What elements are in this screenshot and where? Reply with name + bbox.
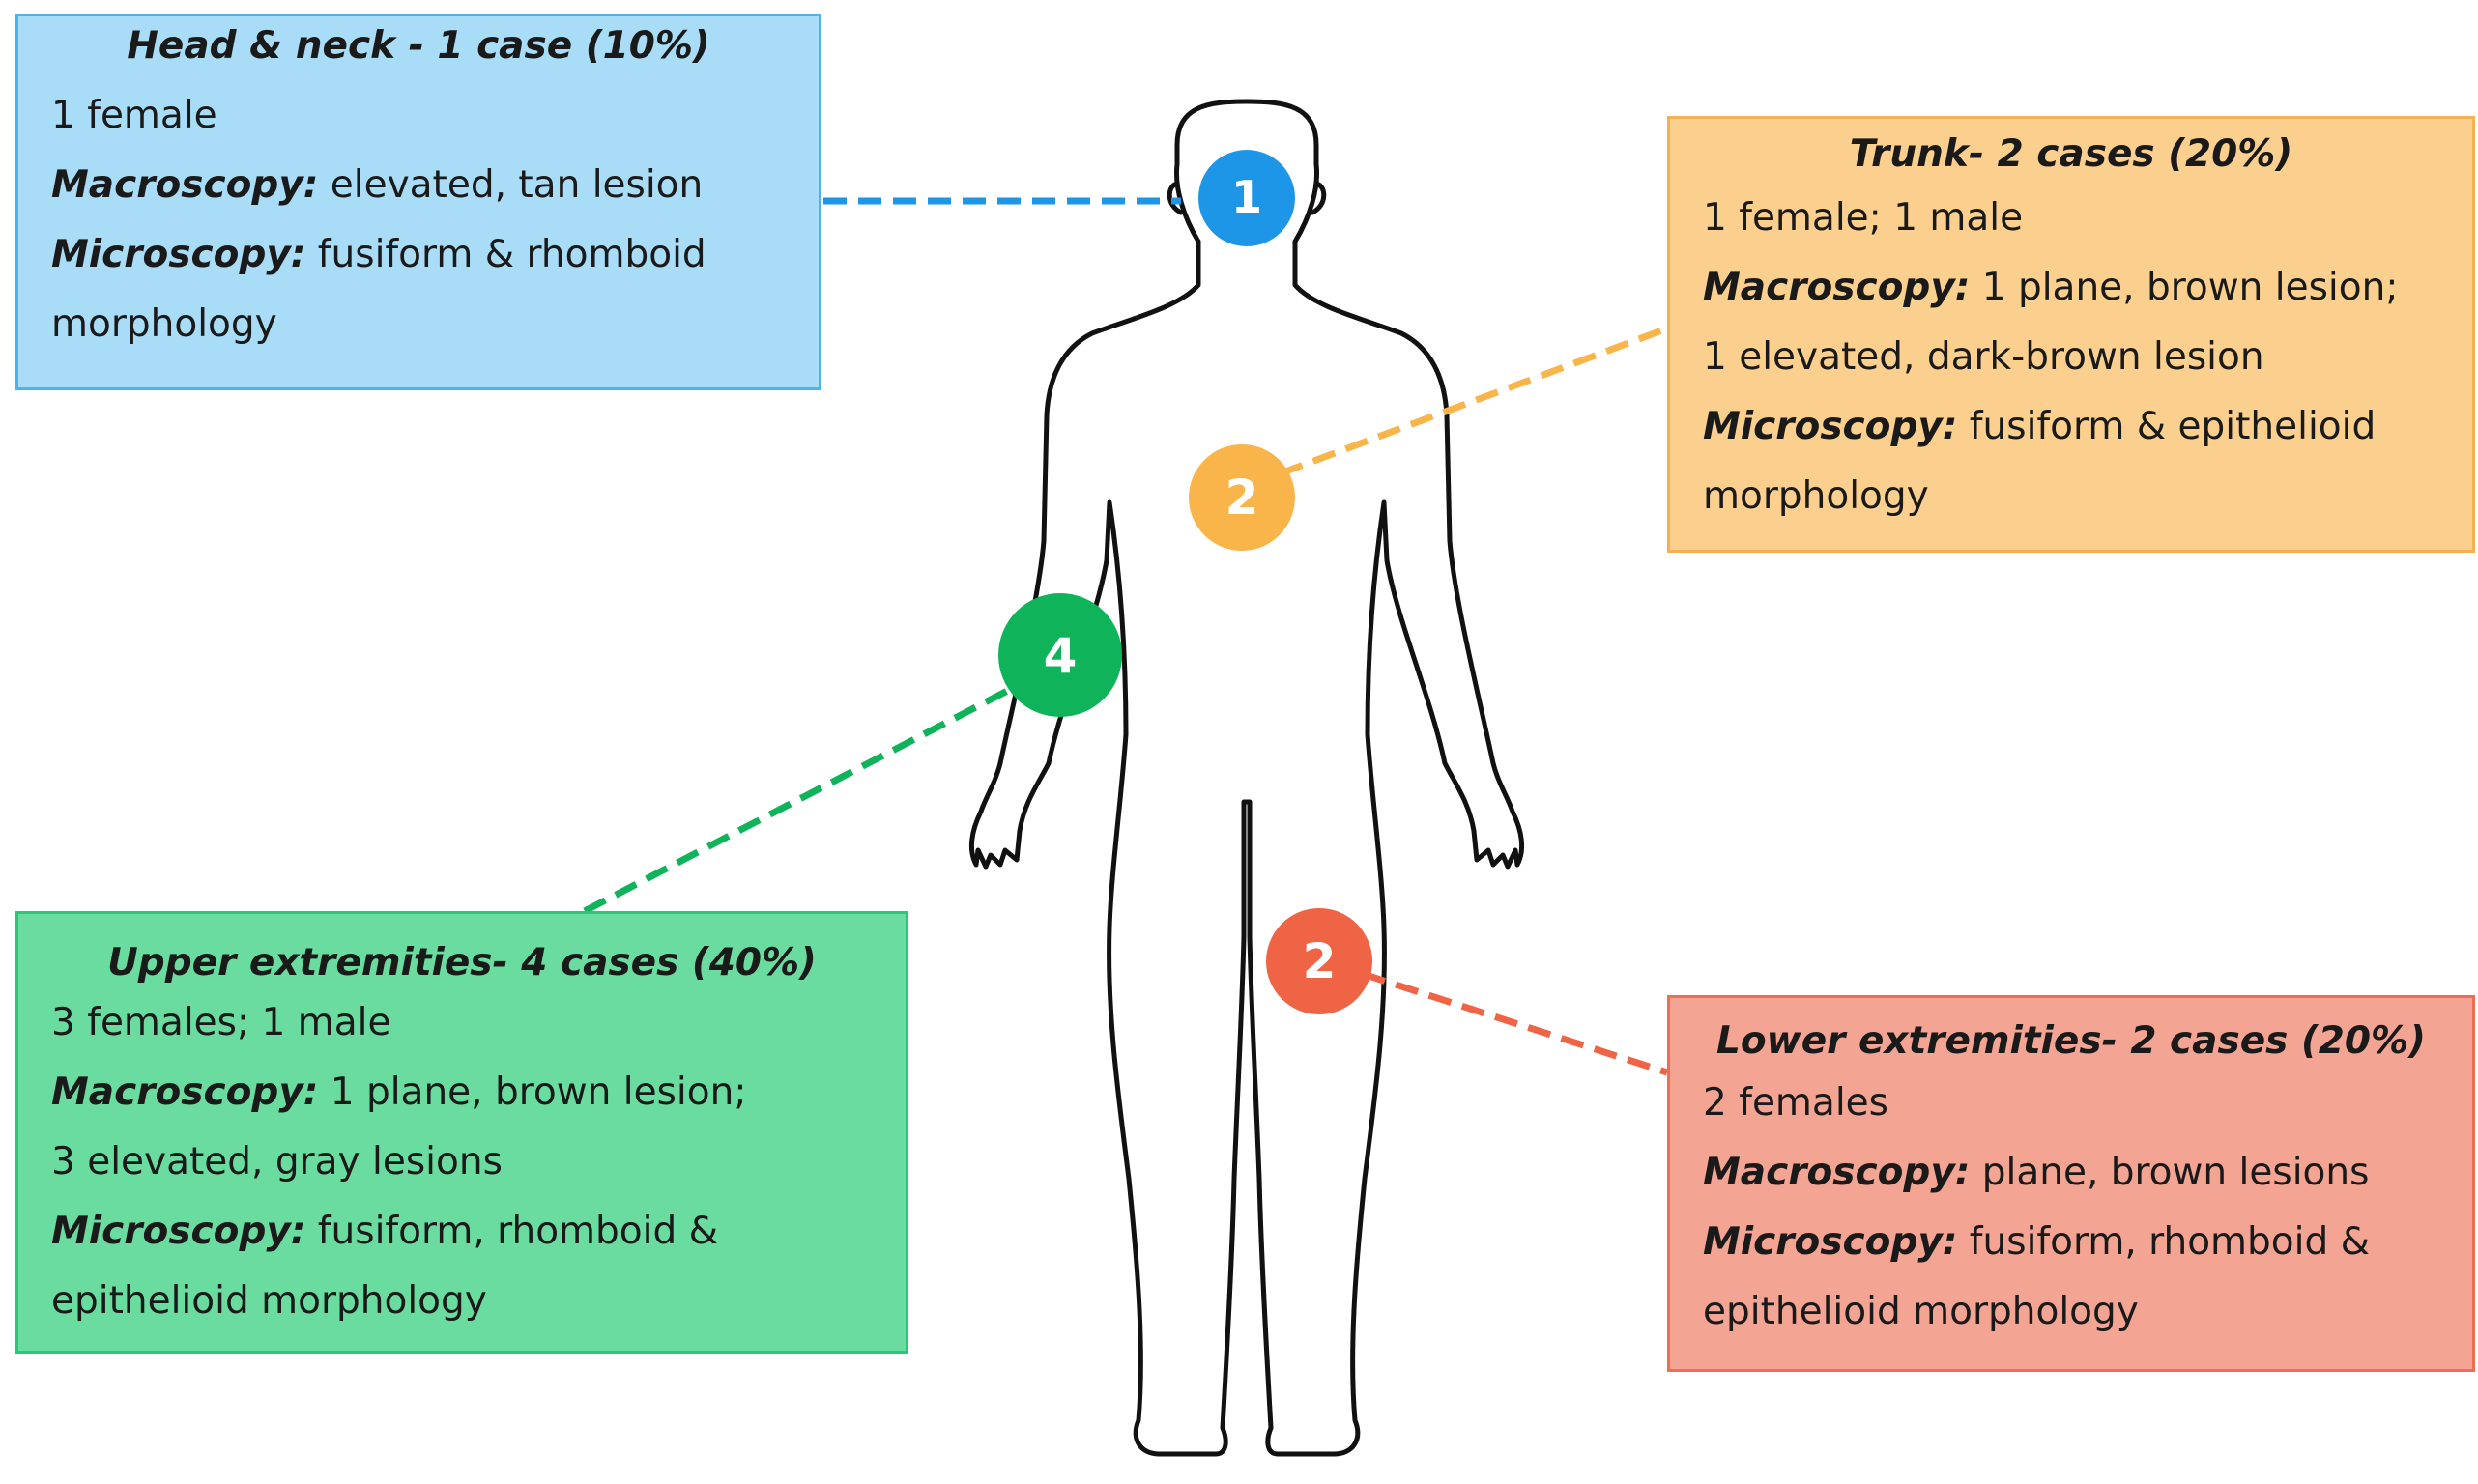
marker-lower: 2 [1266,908,1372,1014]
upper-extremities-title: Upper extremities- 4 cases (40%) [107,941,817,985]
macroscopy-value: elevated, tan lesion [330,163,704,207]
marker-upper-label: 4 [1044,628,1078,684]
lower-extremities-macroscopy: Macroscopy: plane, brown lesions [1703,1151,2369,1194]
microscopy-label: Microscopy: [51,1210,306,1253]
microscopy-value: fusiform, rhomboid & [317,1210,719,1253]
lower-extremities-microscopy-cont: epithelioid morphology [1703,1290,2139,1333]
trunk-macroscopy-cont: 1 elevated, dark-brown lesion [1703,335,2264,379]
connector-trunk [1279,325,1669,477]
marker-trunk: 2 [1189,444,1295,551]
head-neck-title: Head & neck - 1 case (10%) [127,24,710,68]
connector-upper [583,684,1015,915]
marker-trunk-label: 2 [1225,470,1259,526]
head-neck-sex: 1 female [51,94,217,137]
macroscopy-value: plane, brown lesions [1981,1151,2370,1194]
lower-extremities-info-box: Lower extremities- 2 cases (20%) 2 femal… [1667,995,2475,1372]
macroscopy-label: Macroscopy: [51,163,319,207]
head-neck-microscopy: Microscopy: fusiform & rhomboid [51,233,706,276]
upper-extremities-info-box: Upper extremities- 4 cases (40%) 3 femal… [15,911,908,1354]
lower-extremities-microscopy: Microscopy: fusiform, rhomboid & [1703,1220,2370,1264]
macroscopy-value: 1 plane, brown lesion; [330,1070,747,1114]
trunk-title: Trunk- 2 cases (20%) [1849,132,2293,176]
marker-head: 1 [1198,150,1295,246]
head-neck-macroscopy: Macroscopy: elevated, tan lesion [51,163,703,207]
macroscopy-value: 1 plane, brown lesion; [1981,266,2399,309]
microscopy-label: Microscopy: [51,233,306,276]
microscopy-value: fusiform & epithelioid [1969,405,2377,448]
marker-lower-label: 2 [1303,933,1337,989]
upper-extremities-macroscopy: Macroscopy: 1 plane, brown lesion; [51,1070,746,1114]
upper-extremities-microscopy: Microscopy: fusiform, rhomboid & [51,1210,718,1253]
connector-lower [1361,970,1669,1076]
marker-upper: 4 [998,593,1122,717]
macroscopy-label: Macroscopy: [51,1070,319,1114]
macroscopy-label: Macroscopy: [1703,266,1971,309]
microscopy-label: Microscopy: [1703,405,1958,448]
upper-extremities-macroscopy-cont: 3 elevated, gray lesions [51,1140,503,1184]
head-neck-info-box: Head & neck - 1 case (10%) 1 female Macr… [15,14,821,390]
microscopy-value: fusiform, rhomboid & [1969,1220,2371,1264]
microscopy-label: Microscopy: [1703,1220,1958,1264]
human-body-outline [968,99,1525,1457]
lower-extremities-title: Lower extremities- 2 cases (20%) [1716,1019,2426,1063]
macroscopy-label: Macroscopy: [1703,1151,1971,1194]
upper-extremities-microscopy-cont: epithelioid morphology [51,1279,487,1323]
trunk-info-box: Trunk- 2 cases (20%) 1 female; 1 male Ma… [1667,116,2475,553]
trunk-microscopy-cont: morphology [1703,474,1929,518]
microscopy-value: fusiform & rhomboid [317,233,706,276]
upper-extremities-sex: 3 females; 1 male [51,1001,391,1044]
trunk-macroscopy: Macroscopy: 1 plane, brown lesion; [1703,266,2398,309]
trunk-sex: 1 female; 1 male [1703,196,2024,240]
trunk-microscopy: Microscopy: fusiform & epithelioid [1703,405,2376,448]
marker-head-label: 1 [1231,171,1262,223]
head-neck-microscopy-cont: morphology [51,302,277,346]
lower-extremities-sex: 2 females [1703,1081,1888,1125]
